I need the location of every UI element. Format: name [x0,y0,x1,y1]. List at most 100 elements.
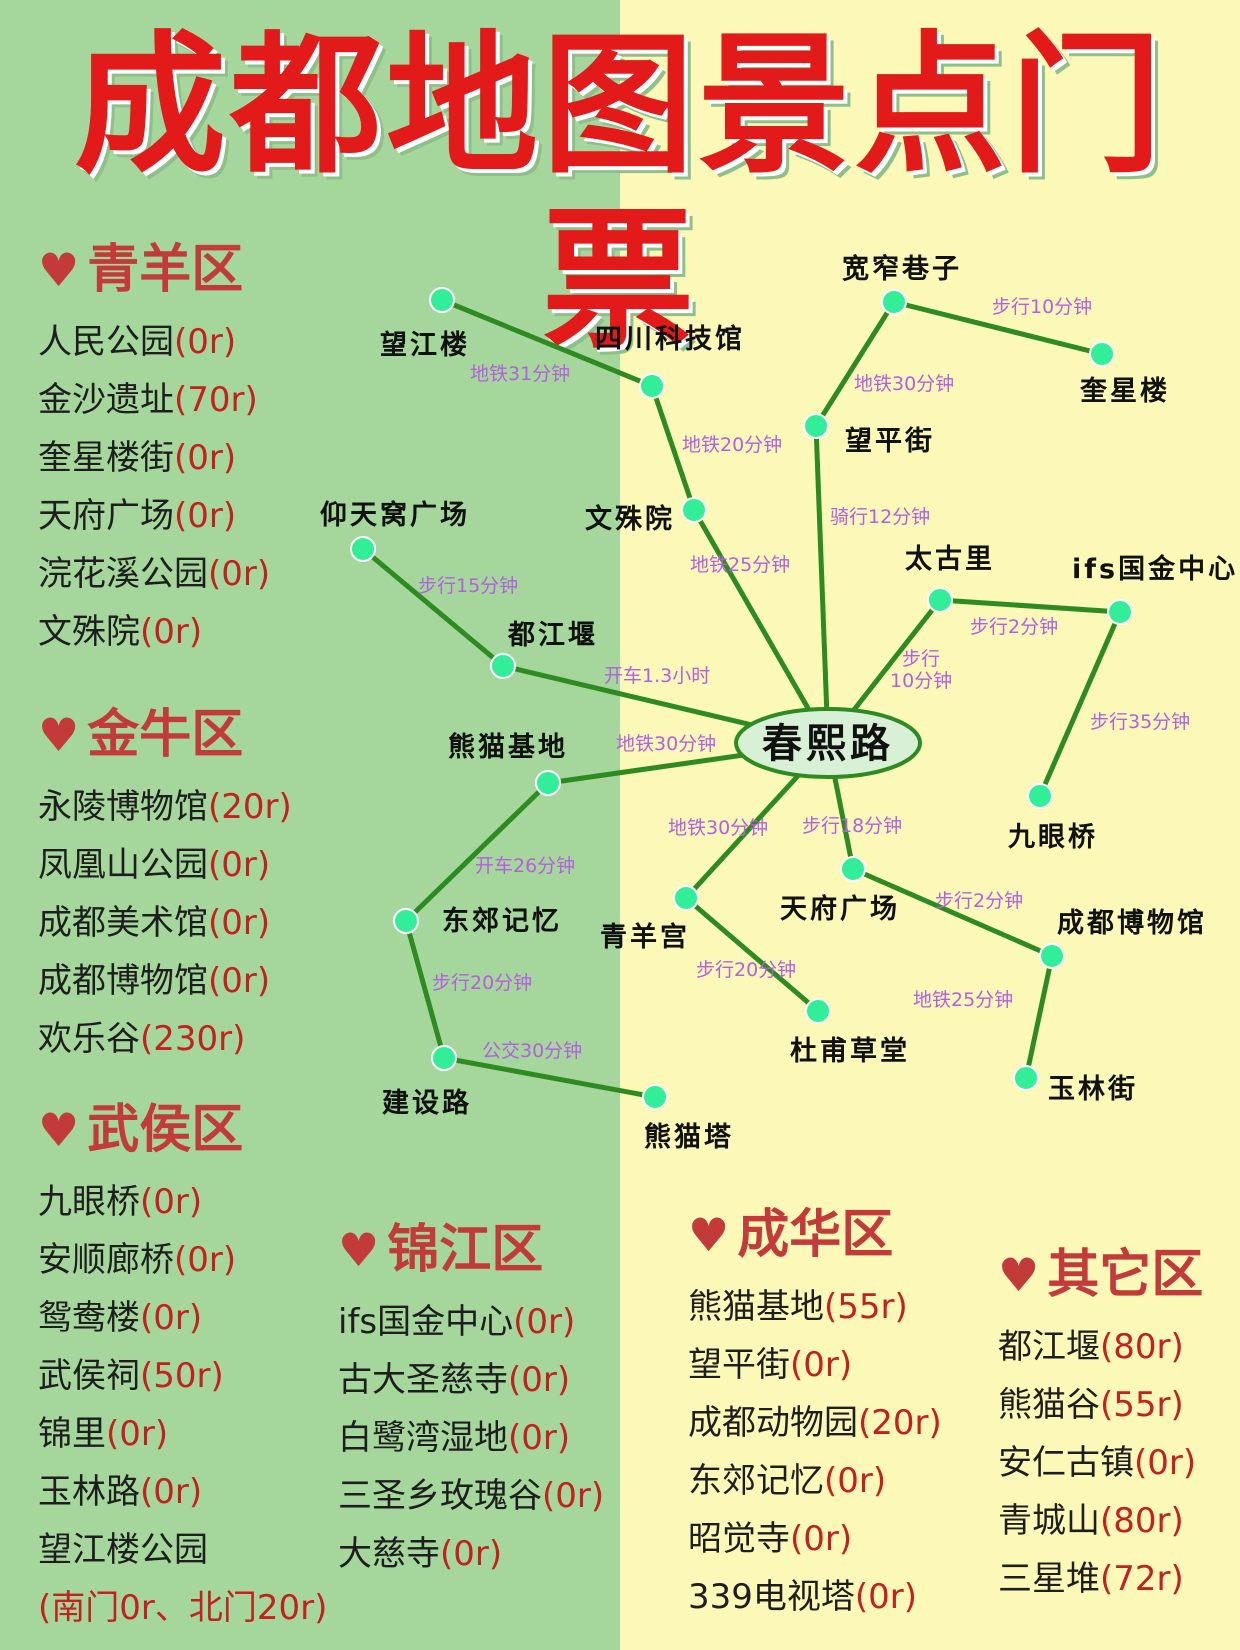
route-line [1023,953,1055,1081]
spot-price: (0r) [790,1519,853,1559]
route-line [441,1055,658,1100]
spot-item: 凤凰山公园(0r) [38,836,292,894]
district-name: 成华区 [737,1205,894,1265]
station-label: 九眼桥 [1008,822,1098,853]
spot-name: 成都动物园 [688,1403,858,1443]
travel-time-label: 步行20分钟 [696,959,796,981]
travel-time-label: 地铁30分钟 [616,733,716,755]
spot-item: 望江楼公园 [38,1521,327,1579]
spot-name: 永陵博物馆 [38,787,208,827]
station-node [535,770,561,796]
spot-item: 鸳鸯楼(0r) [38,1289,327,1347]
travel-time-label: 地铁25分钟 [913,989,1013,1011]
station-label: 成都博物馆 [1057,907,1207,939]
spot-price: (0r) [174,438,237,478]
spot-item: 青城山(80r) [998,1492,1203,1550]
district-block: ♥青羊区人民公园(0r)金沙遗址(70r)奎星楼街(0r)天府广场(0r)浣花溪… [38,235,270,661]
spot-item: 永陵博物馆(20r) [38,778,292,836]
spot-name: 锦里 [38,1414,106,1454]
station-label: 太古里 [905,544,995,575]
spot-list: 都江堰(80r)熊猫谷(55r)安仁古镇(0r)青城山(80r)三星堆(72r) [998,1318,1203,1608]
travel-time-label: 开车1.3小时 [604,665,710,687]
route-line [1037,609,1123,799]
spot-name: 东郊记忆 [688,1461,824,1501]
spot-name: 浣花溪公园 [38,554,208,594]
spot-item: 成都博物馆(0r) [38,952,292,1010]
district-header: ♥金牛区 [38,700,292,770]
station-node [1107,599,1133,625]
district-block: ♥其它区都江堰(80r)熊猫谷(55r)安仁古镇(0r)青城山(80r)三星堆(… [998,1240,1203,1608]
spot-name: 人民公园 [38,322,174,362]
spot-name: 成都美术馆 [38,903,208,943]
station-nodes [350,287,1133,1110]
spot-list: 人民公园(0r)金沙遗址(70r)奎星楼街(0r)天府广场(0r)浣花溪公园(0… [38,313,270,661]
spot-name: 339电视塔 [688,1577,855,1617]
station-label: 仰天窝广场 [320,499,470,531]
travel-time-label: 步行10分钟 [992,296,1092,318]
spot-price: (0r) [542,1476,605,1516]
station-node [1089,341,1115,367]
spot-item: 成都动物园(20r) [688,1394,942,1452]
spot-name: 欢乐谷 [38,1019,140,1059]
spot-item: 昭觉寺(0r) [688,1510,942,1568]
travel-time-label: 步行18分钟 [802,815,902,837]
district-header: ♥其它区 [998,1240,1203,1310]
spot-price: (0r) [1134,1443,1197,1483]
spot-list: ifs国金中心(0r)古大圣慈寺(0r)白鹭湾湿地(0r)三圣乡玫瑰谷(0r)大… [338,1293,604,1583]
spot-item: 金沙遗址(70r) [38,371,270,429]
travel-time-labels: 地铁31分钟地铁20分钟地铁25分钟步行10分钟地铁30分钟骑行12分钟步行15… [418,296,1190,1062]
spot-price: (0r) [208,554,271,594]
travel-time-label: 步行20分钟 [432,972,532,994]
spot-name: 文殊院 [38,612,140,652]
spot-price: (0r) [208,961,271,1001]
district-block: ♥金牛区永陵博物馆(20r)凤凰山公园(0r)成都美术馆(0r)成都博物馆(0r… [38,700,292,1068]
heart-icon: ♥ [688,1208,730,1262]
travel-time-label: 地铁30分钟 [854,373,954,395]
spot-price: (20r) [858,1403,942,1443]
heart-icon: ♥ [38,243,80,297]
route-line [360,546,506,669]
spot-price: (0r) [140,612,203,652]
travel-time-label: 步行2分钟 [970,616,1058,638]
spot-item: 白鹭湾湿地(0r) [338,1409,604,1467]
spot-name: ifs国金中心 [338,1302,514,1342]
spot-price: (20r) [208,787,292,827]
spot-price: (55r) [1100,1385,1184,1425]
spot-item: 成都美术馆(0r) [38,894,292,952]
spot-price: (0r) [790,1345,853,1385]
heart-icon: ♥ [38,708,80,762]
station-node [840,856,866,882]
spot-price: (230r) [140,1019,246,1059]
route-line [813,299,897,429]
station-label: 望江楼 [380,330,470,361]
station-node [639,373,665,399]
spot-price: (0r) [824,1461,887,1501]
spot-price: (0r) [440,1534,503,1574]
spot-price: (0r) [208,903,271,943]
spot-item: 三星堆(72r) [998,1550,1203,1608]
spot-item: 玉林路(0r) [38,1463,327,1521]
spot-price: (0r) [106,1414,169,1454]
spot-list: 九眼桥(0r)安顺廊桥(0r)鸳鸯楼(0r)武侯祠(50r)锦里(0r)玉林路(… [38,1173,327,1637]
spot-list: 永陵博物馆(20r)凤凰山公园(0r)成都美术馆(0r)成都博物馆(0r)欢乐谷… [38,778,292,1068]
spot-item: 安顺廊桥(0r) [38,1231,327,1289]
spot-price: (0r) [140,1472,203,1512]
spot-name: 望平街 [688,1345,790,1385]
station-node [1039,943,1065,969]
spot-name: 金沙遗址 [38,380,174,420]
station-label: 宽窄巷子 [842,253,962,285]
route-line [891,299,1105,357]
district-name: 青羊区 [87,240,244,300]
district-header: ♥青羊区 [38,235,270,305]
spot-name: 安仁古镇 [998,1443,1134,1483]
district-name: 锦江区 [387,1220,544,1280]
station-label: 四川科技馆 [595,323,745,355]
station-label: ifs国金中心 [1072,553,1238,585]
spot-item: 古大圣慈寺(0r) [338,1351,604,1409]
spot-price: (0r) [174,322,237,362]
heart-icon: ♥ [338,1223,380,1277]
spot-name: 大慈寺 [338,1534,440,1574]
